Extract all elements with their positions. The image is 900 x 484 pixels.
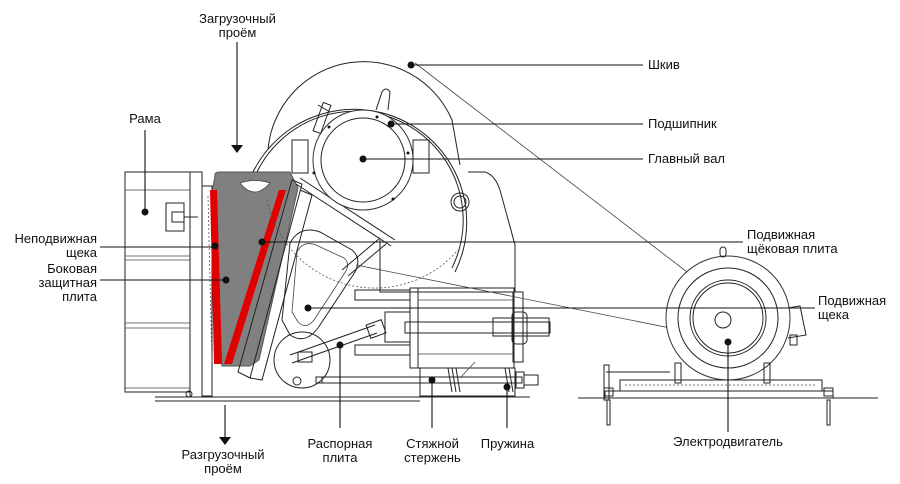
label-line: Подвижная	[818, 293, 887, 308]
fixed-jaw-plate	[210, 190, 222, 364]
label-movable-jaw: Подвижная щека	[818, 294, 886, 322]
label-line: Разгрузочный	[181, 447, 265, 462]
label-line: Шкив	[648, 57, 680, 72]
label-line: Электродвигатель	[673, 434, 783, 449]
label-line: Главный вал	[648, 151, 726, 166]
label-tie-rod: Стяжной стержень	[395, 437, 470, 465]
label-line: Рама	[129, 111, 161, 126]
bearing-housing	[291, 88, 516, 293]
electric-motor	[578, 246, 878, 426]
label-line: Подшипник	[648, 116, 717, 131]
label-line: Загрузочный	[199, 11, 276, 26]
label-line: плита	[322, 450, 358, 465]
label-line: щека	[818, 307, 849, 322]
label-line: проём	[218, 25, 257, 40]
label-spring: Пружина	[475, 437, 540, 451]
label-line: Неподвижная	[14, 231, 97, 246]
label-line: щёковая плита	[747, 241, 838, 256]
toggle-mechanism	[250, 287, 551, 398]
movable-jaw-body	[237, 177, 396, 381]
label-main-shaft: Главный вал	[648, 152, 725, 166]
label-discharge-opening: Разгрузочный проём	[173, 448, 273, 476]
label-frame: Рама	[120, 112, 170, 126]
label-feed-opening: Загрузочный проём	[190, 12, 285, 40]
label-fixed-jaw: Неподвижная щека	[0, 232, 97, 260]
label-side-guard-plate: Боковая защитная плита	[0, 262, 97, 304]
label-movable-jaw-plate: Подвижная щёковая плита	[747, 228, 838, 256]
sheave	[252, 61, 468, 289]
leader-lines	[100, 42, 815, 445]
label-line: Подвижная	[747, 227, 816, 242]
label-line: Пружина	[480, 436, 535, 451]
label-line: стержень	[404, 450, 461, 465]
label-bearing: Подшипник	[648, 117, 717, 131]
label-line: защитная	[38, 275, 97, 290]
label-line: плита	[62, 289, 97, 304]
label-toggle-plate: Распорная плита	[300, 437, 380, 465]
movable-jaw-plate	[224, 190, 286, 364]
label-line: щека	[66, 245, 97, 260]
label-motor: Электродвигатель	[660, 435, 796, 449]
label-sheave: Шкив	[648, 58, 680, 72]
label-line: Боковая	[47, 261, 97, 276]
label-line: проём	[204, 461, 242, 476]
label-line: Стяжной	[406, 436, 459, 451]
label-line: Распорная	[307, 436, 373, 451]
